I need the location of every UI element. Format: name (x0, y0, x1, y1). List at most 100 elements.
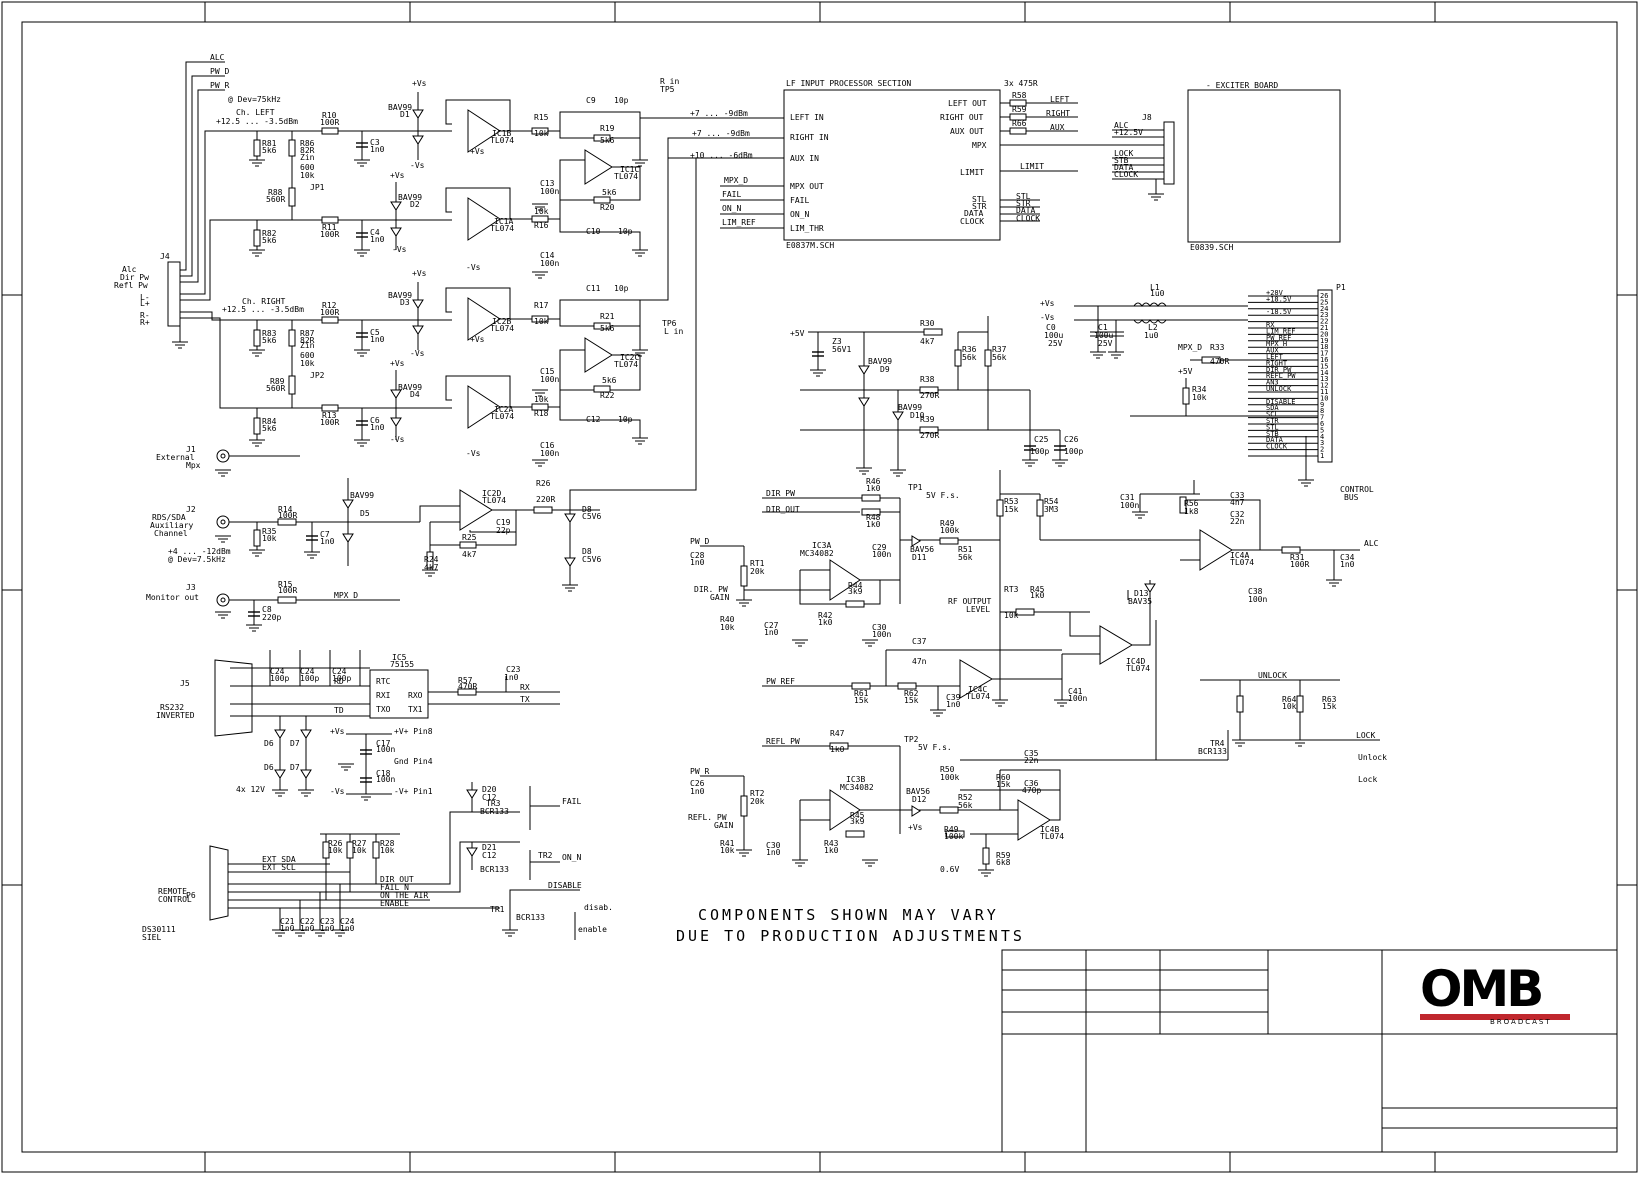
label-unlock: UNLOCK (1258, 671, 1287, 680)
p1-pin-number: 4 (1320, 433, 1324, 441)
label-c1v: 100u (1094, 331, 1113, 340)
label-j4_dir: Dir Pw (120, 273, 149, 282)
label-e_data: DATA (1114, 163, 1133, 172)
label-c30: C30 (872, 623, 887, 632)
label-ext_scl: EXT_SCL (262, 863, 296, 872)
p1-pin-name: CLOCK (1266, 443, 1288, 451)
label-r31v: 100R (1290, 560, 1309, 569)
label-r25v: 4k7 (462, 550, 477, 559)
label-c1: C1 (1098, 323, 1108, 332)
label-c9v: 10p (614, 96, 629, 105)
label-tl074: TL074 (1126, 664, 1150, 673)
label-r30v: 4k7 (920, 337, 935, 346)
label-r47v: 1k0 (830, 745, 845, 754)
label-o_left: LEFT OUT (948, 99, 987, 108)
label-n_left: LEFT (1050, 95, 1069, 104)
label-c3: C3 (370, 138, 380, 147)
label-c21: C21 (280, 917, 295, 926)
label-p_mpx: MPX OUT (790, 182, 824, 191)
p1-pin-name: RIGHT (1266, 359, 1288, 367)
label-r11v: 100R (320, 230, 339, 239)
p1-pin-name: UNLOCK (1266, 385, 1292, 393)
label-e_lock: LOCK (1114, 149, 1133, 158)
label-c26cv: 1n0 (690, 787, 705, 796)
label-d20: D20 (482, 785, 497, 794)
label-r12v: 100R (320, 308, 339, 317)
label-vm: -Vs (410, 349, 425, 358)
p1-pin-name: AUX (1266, 347, 1279, 355)
label-r36: R36 (962, 345, 977, 354)
label-jp1: JP1 (310, 183, 325, 192)
label-dir_pw: DIR_PW (766, 489, 795, 498)
label-dev75: @ Dev=75kHz (228, 95, 281, 104)
label-c15v: 100n (540, 375, 559, 384)
label-o_data: DATA (964, 209, 983, 218)
label-d3n: D3 (400, 298, 410, 307)
p1-pin-name: REFL_PW (1266, 372, 1296, 380)
label-p_left: LEFT IN (790, 113, 824, 122)
p1-pin-number: 6 (1320, 420, 1324, 428)
label-c27v: 100p (332, 674, 351, 683)
label-ic3b: IC3B (846, 775, 865, 784)
p1-pin-number: 23 (1320, 311, 1328, 319)
label-r20v: 5k6 (602, 188, 617, 197)
title-block: OMB BROADCAST (1001, 949, 1618, 1153)
label-tl074: TL074 (490, 324, 514, 333)
label-c30v: 100n (872, 630, 891, 639)
label-c24: C24 (340, 917, 355, 926)
label-r86v: 82R (300, 146, 315, 155)
label-lvl9a: +7 ... -9dBm (690, 109, 748, 118)
label-r28: R28 (380, 839, 395, 848)
label-zin1: Zin (300, 153, 315, 162)
label-dirgain: DIR. PW (694, 585, 728, 594)
label-r15v: 10k (534, 129, 549, 138)
label-vmcb: -Vs (1040, 313, 1055, 322)
p1-pin-name: SCL (1266, 411, 1279, 419)
label-r63v: 15k (1322, 702, 1337, 711)
label-tp2: TP2 (904, 735, 919, 744)
label-tr4: TR4 (1210, 739, 1225, 748)
label-j4: J4 (160, 252, 170, 261)
label-c25bv: 100p (1030, 447, 1049, 456)
label-r40v: 10k (720, 623, 735, 632)
label-r83v: 5k6 (262, 336, 277, 345)
label-c31: C31 (1120, 493, 1135, 502)
label-c26b: C26 (1064, 435, 1079, 444)
label-r88: R88 (268, 188, 283, 197)
label-mc: MC34082 (800, 549, 834, 558)
label-p_lim: LIM_THR (790, 224, 824, 233)
label-c7v: 1n0 (320, 537, 335, 546)
label-enab: enable (578, 925, 607, 934)
p1-pin-number: 12 (1320, 382, 1328, 390)
label-ch_right: Ch. RIGHT (242, 297, 286, 306)
label-c7: C7 (320, 530, 330, 539)
label-c12a: C12 (482, 793, 497, 802)
label-r49: R49 (940, 519, 955, 528)
label-vsp: +Vs (330, 727, 345, 736)
label-d11n: D11 (912, 553, 927, 562)
label-r87v: 82R (300, 336, 315, 345)
label-c25b: C25 (1034, 435, 1049, 444)
label-tr2v: BCR133 (480, 865, 509, 874)
label-pw_r: PW_R (210, 81, 229, 90)
label-r15: R15 (534, 113, 549, 122)
label-vm: -Vs (390, 435, 405, 444)
label-e_stb: STB (1114, 156, 1129, 165)
label-tl074: TL074 (490, 224, 514, 233)
label-lvl_right: +12.5 ... -3.5dBm (222, 305, 304, 314)
label-r26bv: 10k (328, 846, 343, 855)
p1-pin-number: 21 (1320, 324, 1328, 332)
p1-pin-number: 1 (1320, 452, 1324, 460)
label-c6v: 1n0 (370, 423, 385, 432)
label-r11: R11 (322, 223, 337, 232)
label-r28v: 10k (380, 846, 395, 855)
label-reflgain: REFL. PW (688, 813, 727, 822)
label-tl074: TL074 (614, 172, 638, 181)
label-r43: R43 (824, 839, 839, 848)
label-r86: R86 (300, 139, 315, 148)
label-c9: C9 (586, 96, 596, 105)
label-busb: BUS (1344, 493, 1359, 502)
label-tr1v: BCR133 (516, 913, 545, 922)
label-c14v: 100n (540, 259, 559, 268)
